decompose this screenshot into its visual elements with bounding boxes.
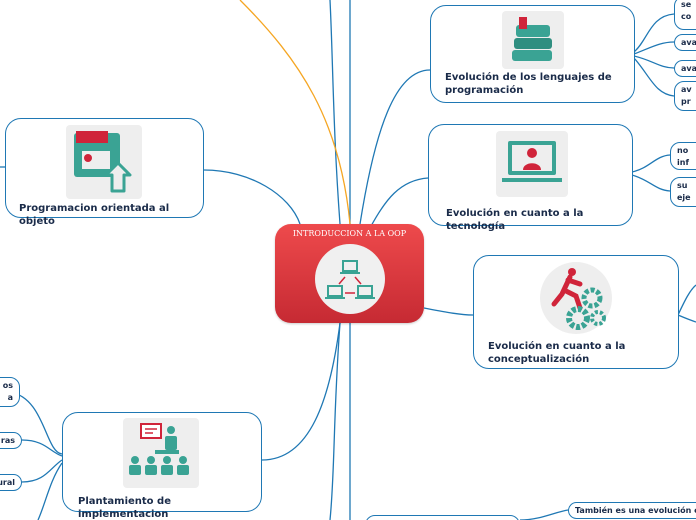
leaf-text: os: [2, 381, 13, 390]
topic-poo-label: Programacion orientada al objeto: [19, 203, 170, 227]
link-implementacion: [261, 322, 341, 461]
topic-implementacion-label: Plantamiento de implementacion: [78, 496, 171, 520]
link-concept-r2: [677, 314, 696, 323]
leaf-lenguajes-2[interactable]: ava: [674, 34, 696, 51]
topic-poo[interactable]: Programacion orientada al objeto: [5, 118, 204, 227]
leaf-text: co: [681, 12, 692, 21]
link-lenguajes: [359, 69, 431, 225]
leaf-text: no: [677, 146, 689, 155]
topic-conceptualizacion[interactable]: Evolución en cuanto a la conceptualizaci…: [473, 255, 679, 369]
leaf-text: a: [7, 393, 13, 402]
leaf-text: av: [681, 85, 692, 94]
leaf-text: inf: [677, 158, 689, 167]
topic-tecnologia-label: Evolución en cuanto a la tecnología: [446, 208, 584, 232]
central-title: INTRODUCCION A LA OOP: [292, 229, 407, 238]
leaf-text: pr: [681, 97, 691, 106]
leaf-text: eje: [677, 193, 691, 202]
leaf-tecnologia-1[interactable]: no inf: [670, 142, 696, 170]
presentation-icon: [123, 418, 199, 488]
link-leaf-i4: [37, 462, 63, 520]
topic-lenguajes-label: Evolución de los lenguajes de programaci…: [445, 72, 612, 96]
link-leaf-t1: [631, 154, 671, 173]
link-concept-r1: [677, 284, 696, 316]
link-leaf-i3: [21, 459, 63, 483]
link-conceptualizacion: [423, 307, 474, 316]
leaf-bottom-right[interactable]: También es una evolución co: [568, 502, 696, 519]
link-leaf-l1: [633, 13, 675, 53]
leaf-implementacion-3[interactable]: ural: [0, 474, 22, 491]
link-poo: [203, 169, 301, 225]
books-icon: [502, 11, 564, 69]
screen-upload-icon: [66, 125, 142, 199]
network-icon: [315, 244, 385, 314]
runner-gears-icon: [540, 262, 612, 334]
topic-lenguajes[interactable]: Evolución de los lenguajes de programaci…: [430, 5, 635, 103]
link-leaf-i2: [21, 439, 63, 457]
monitor-user-icon: [496, 131, 568, 197]
link-leaf-l4: [633, 57, 675, 97]
leaf-implementacion-2[interactable]: ras: [0, 432, 22, 449]
leaf-lenguajes-3[interactable]: ava: [674, 60, 696, 77]
link-bottom-right: [519, 509, 569, 520]
leaf-lenguajes-4[interactable]: av pr: [674, 81, 696, 111]
link-orange: [239, 0, 351, 225]
leaf-text: su: [677, 181, 688, 190]
topic-implementacion[interactable]: Plantamiento de implementacion: [62, 412, 262, 520]
topic-bottom-partial[interactable]: [365, 515, 520, 520]
link-bottom-2: [329, 322, 341, 520]
leaf-text: se: [681, 0, 692, 9]
central-node[interactable]: INTRODUCCION A LA OOP: [275, 224, 424, 323]
link-leaf-t2: [631, 174, 671, 192]
link-tecnologia: [369, 177, 429, 229]
leaf-implementacion-1[interactable]: os a: [0, 377, 20, 407]
topic-conceptualizacion-label: Evolución en cuanto a la conceptualizaci…: [488, 341, 626, 365]
link-top-1: [329, 0, 341, 225]
link-leaf-l2: [633, 41, 675, 55]
link-leaf-l3: [633, 55, 675, 69]
leaf-tecnologia-2[interactable]: su eje: [670, 177, 696, 207]
leaf-lenguajes-1[interactable]: se co: [674, 0, 696, 30]
topic-tecnologia[interactable]: Evolución en cuanto a la tecnología: [428, 124, 633, 232]
